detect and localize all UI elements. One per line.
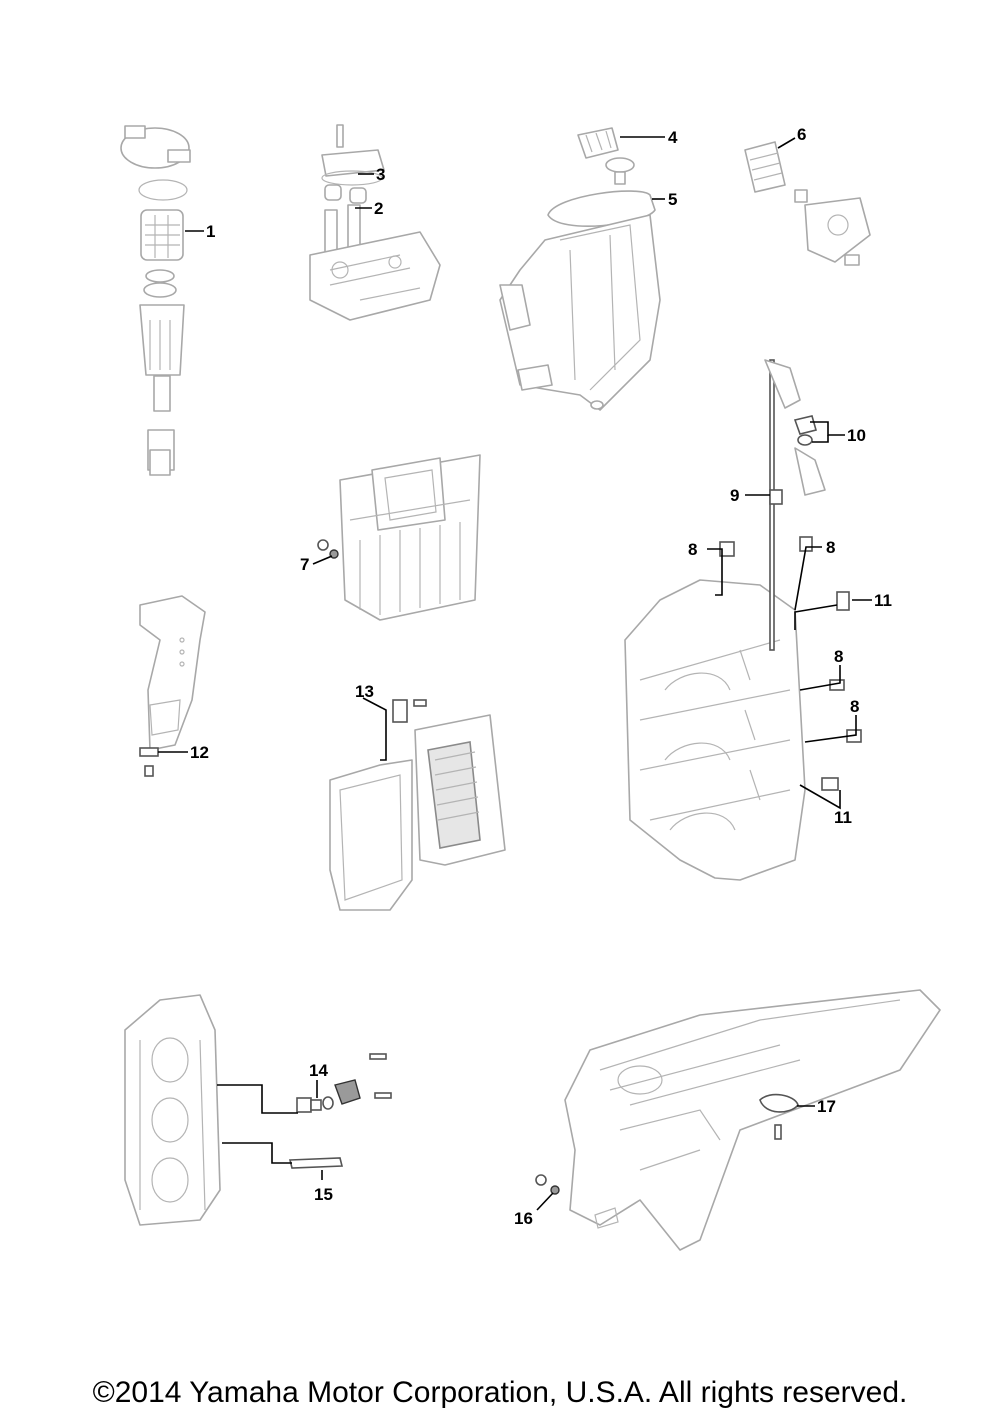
mounting-bracket bbox=[139, 595, 206, 777]
leader-10 bbox=[810, 421, 845, 436]
leader-7 bbox=[312, 555, 333, 565]
callout-12: 12 bbox=[190, 743, 209, 762]
callout-8c: 8 bbox=[834, 647, 843, 666]
callout-1: 1 bbox=[206, 222, 215, 241]
callout-8a: 8 bbox=[688, 540, 697, 559]
callout-5: 5 bbox=[668, 190, 677, 209]
callout-16: 16 bbox=[514, 1209, 533, 1228]
leader-15 bbox=[222, 1142, 292, 1164]
leader-16 bbox=[536, 1192, 554, 1211]
callout-9: 9 bbox=[730, 486, 739, 505]
leader-13 bbox=[362, 697, 387, 761]
lower-gear-case bbox=[535, 989, 941, 1251]
callout-3: 3 bbox=[376, 165, 385, 184]
callout-7: 7 bbox=[300, 555, 309, 574]
leader-8d bbox=[804, 715, 857, 743]
callout-4: 4 bbox=[668, 128, 678, 147]
callout-15: 15 bbox=[314, 1185, 333, 1204]
leader-14b bbox=[217, 1084, 298, 1114]
leader-8b bbox=[794, 546, 822, 611]
leader-8a bbox=[707, 548, 723, 596]
callout-11a: 11 bbox=[874, 591, 892, 610]
callout-8b: 8 bbox=[826, 538, 835, 557]
callout-8d: 8 bbox=[850, 697, 859, 716]
oil-pan bbox=[317, 454, 481, 621]
fuel-filter-assembly bbox=[120, 125, 191, 476]
leader-10b bbox=[812, 435, 829, 443]
callout-6: 6 bbox=[797, 125, 806, 144]
callout-11b: 11 bbox=[834, 808, 852, 827]
leader-8c bbox=[799, 665, 841, 691]
leader-11a-b bbox=[794, 604, 838, 630]
copyright-notice: ©2014 Yamaha Motor Corporation, U.S.A. A… bbox=[92, 1376, 908, 1409]
callout-17: 17 bbox=[817, 1097, 836, 1116]
callout-13: 13 bbox=[355, 682, 374, 701]
exhaust-cover-gasket bbox=[329, 699, 506, 911]
valve-cover-assembly bbox=[309, 124, 441, 321]
oil-filter-assembly bbox=[744, 141, 871, 266]
cylinder-block bbox=[624, 359, 862, 881]
leader-6 bbox=[777, 137, 796, 149]
callout-10: 10 bbox=[847, 426, 866, 445]
callout-2: 2 bbox=[374, 199, 383, 218]
callout-14: 14 bbox=[309, 1061, 328, 1080]
oil-tank-assembly bbox=[499, 127, 661, 411]
cylinder-head bbox=[124, 994, 392, 1226]
leader-11b bbox=[799, 784, 841, 810]
